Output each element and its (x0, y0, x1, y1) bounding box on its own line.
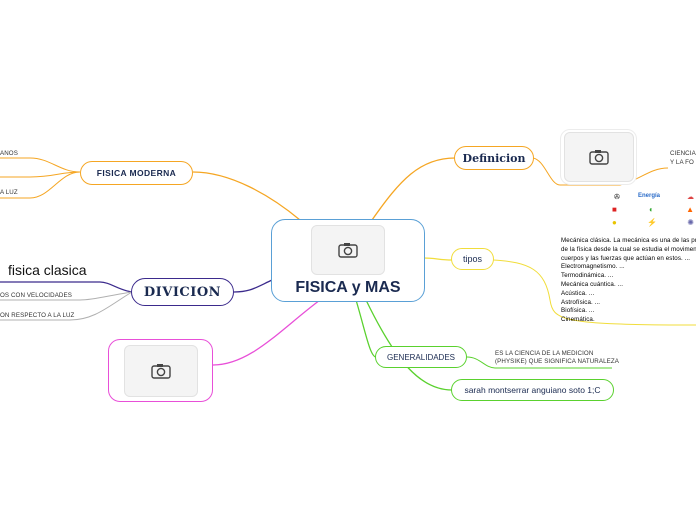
cloud-icon: ☁ (687, 194, 694, 201)
link-tipos (423, 257, 453, 261)
car-icon: ■ (612, 205, 617, 214)
tipos-line: Cinemática. (561, 316, 595, 324)
camera-icon (563, 132, 634, 182)
spacer (638, 193, 668, 201)
link-tipos-sub (492, 259, 696, 326)
definicion-text-1: CIENCIA (670, 150, 696, 157)
fisica-moderna-label: FISICA MODERNA (96, 168, 177, 178)
link-generalidades (355, 299, 377, 358)
divicion-label: DIVICION (143, 284, 222, 300)
tipos-line: de la física desde la cual se estudia el… (561, 245, 696, 253)
definicion-label: Definicion (462, 151, 526, 165)
fisica-clasica-label[interactable]: fisica clasica (8, 262, 87, 278)
link-moderna-2 (0, 171, 81, 178)
tipos-line: Mecánica clásica. La mecánica es una de … (561, 237, 696, 244)
icon-row-2: ■ ◐ ▲ (612, 205, 694, 214)
author-node[interactable]: sarah montserrar anguiano soto 1;C (451, 379, 614, 401)
link-author (365, 299, 453, 391)
link-divicion (233, 279, 273, 293)
icon-row-1: ✇ ☁ (614, 193, 694, 201)
energy-types-image: Energía ✇ ☁ ■ ◐ ▲ ● ⚡ ✺ (610, 193, 696, 235)
author-label: sarah montserrar anguiano soto 1;C (464, 385, 601, 395)
generalidades-node[interactable]: GENERALIDADES (375, 346, 467, 368)
atom-icon: ✺ (687, 218, 694, 227)
gauge-icon: ◐ (649, 205, 654, 214)
camera-icon (311, 225, 385, 275)
tipos-line: Mecánica cuántica. ... (561, 280, 624, 288)
tipos-line: Termodinámica. ... (561, 272, 614, 280)
tipos-text-block: Mecánica clásica. La mecánica es una de … (561, 237, 696, 325)
pink-image-node[interactable] (108, 339, 213, 402)
definicion-node[interactable]: Definicion (454, 146, 534, 170)
link-definicion-sub (532, 157, 669, 186)
link-moderna-3 (0, 171, 81, 199)
link-divicion-gray2 (69, 291, 133, 321)
fan-icon: ✇ (614, 194, 620, 201)
camera-icon (123, 344, 198, 397)
icon-row-3: ● ⚡ ✺ (612, 218, 694, 227)
link-divicion-gray (79, 291, 133, 301)
definicion-text-2: Y LA FO (670, 159, 694, 166)
tipos-line: Astrofísica. ... (561, 298, 601, 306)
moderna-sub-1: ANOS (0, 150, 18, 157)
tipos-label: tipos (462, 254, 482, 264)
bulb-icon: ● (612, 218, 617, 227)
divicion-sub-1: OS CON VELOCIDADES (0, 292, 72, 299)
generalidades-label: GENERALIDADES (386, 352, 456, 362)
tipos-line: cuerpos y las fuerzas que actúan en esto… (561, 254, 691, 262)
tipos-line: Electromagnetismo. ... (561, 263, 625, 271)
link-definicion (371, 157, 456, 221)
central-topic[interactable]: FISICA y MAS (271, 219, 425, 302)
divicion-node[interactable]: DIVICION (131, 278, 234, 306)
moderna-sub-3: A LUZ (0, 189, 18, 196)
generalidades-text-1: ES LA CIENCIA DE LA MEDICION (495, 350, 594, 357)
generalidades-text-2: (PHYSIKE) QUE SIGNIFICA NATURALEZA (495, 358, 619, 365)
link-pink (212, 299, 321, 366)
link-moderna-1 (0, 157, 81, 173)
tipos-line: Biofísica. ... (561, 307, 595, 315)
tipos-line: Acústica. ... (561, 289, 595, 297)
energy-title: Energía (638, 193, 661, 199)
bolt-icon: ⚡ (647, 218, 658, 227)
fisica-moderna-node[interactable]: FISICA MODERNA (80, 161, 193, 185)
link-generalidades-sub (466, 356, 612, 369)
link-clasica (0, 281, 133, 293)
definicion-image[interactable] (560, 129, 637, 185)
fire-icon: ▲ (686, 205, 694, 214)
central-title: FISICA y MAS (295, 279, 401, 296)
link-fisica-moderna (192, 171, 301, 221)
divicion-sub-2: ON RESPECTO A LA LUZ (0, 312, 75, 319)
tipos-node[interactable]: tipos (451, 248, 494, 270)
